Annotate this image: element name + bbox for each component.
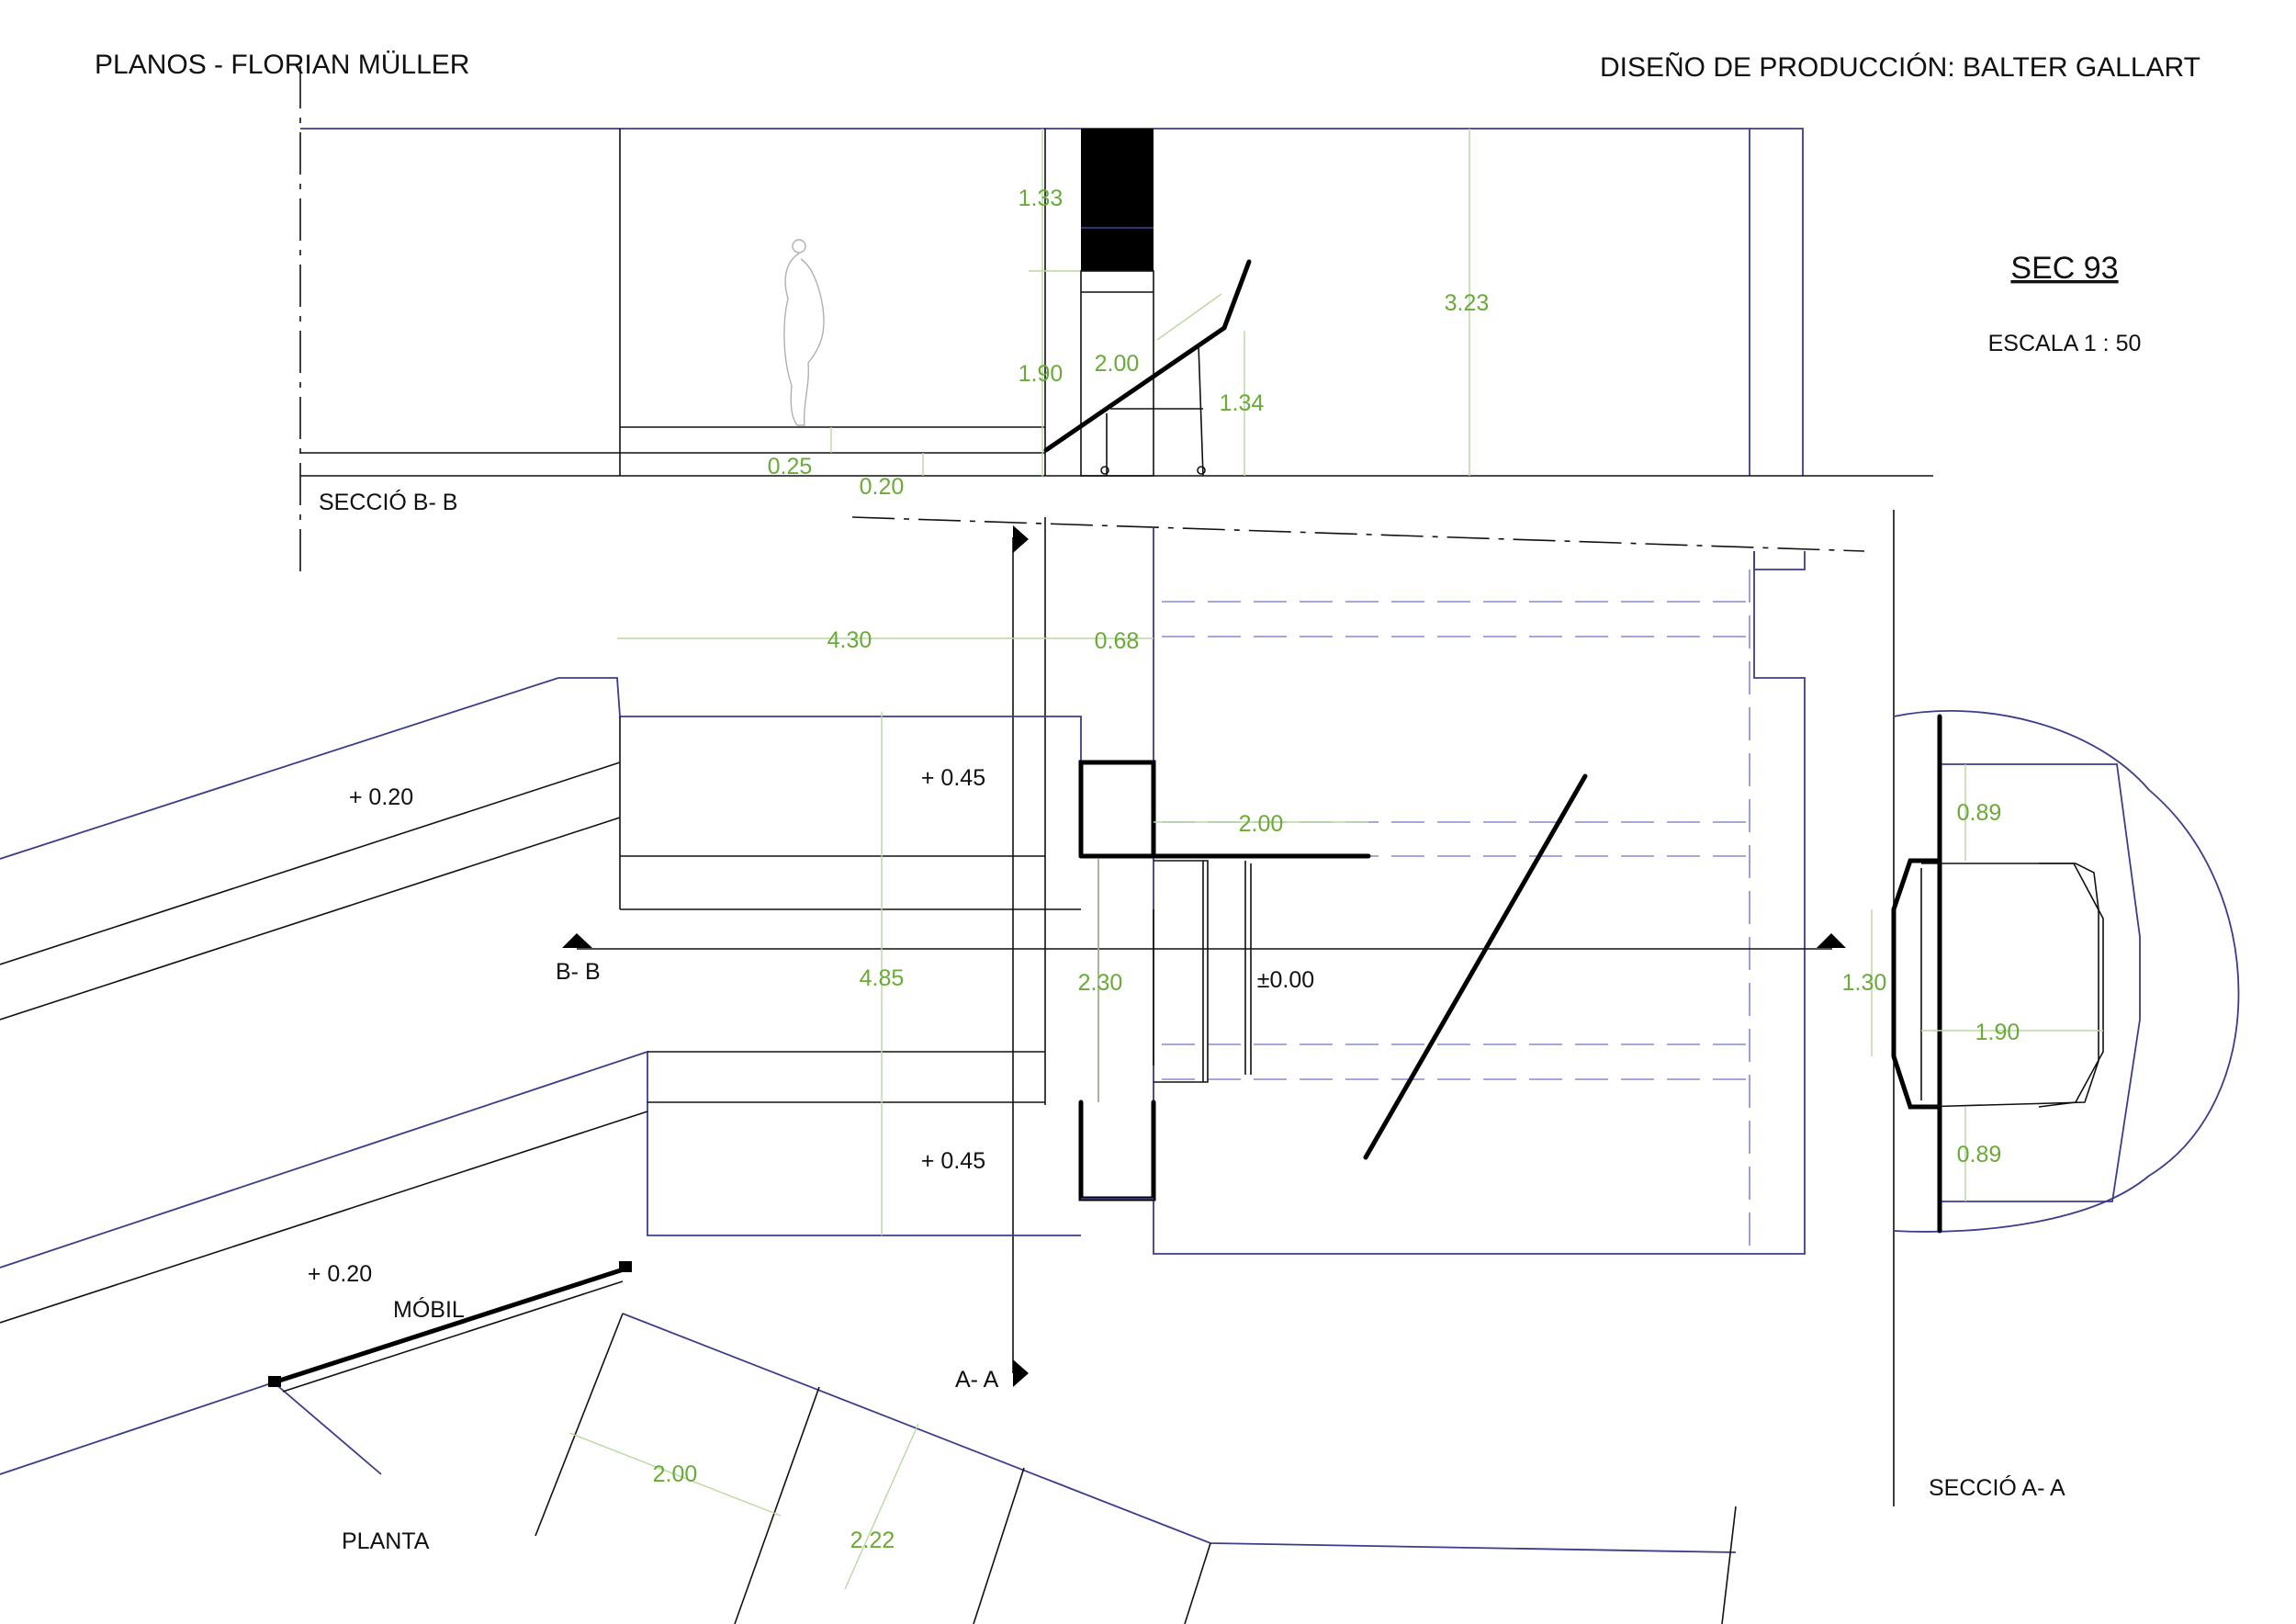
section-aa-title: SECCIÓ A- A — [1929, 1474, 2065, 1501]
dim-text: 0.68 — [1095, 628, 1140, 654]
dim-text: 2.00 — [1095, 351, 1140, 377]
corridor-line — [0, 817, 621, 1021]
dim-text: 4.85 — [860, 965, 905, 991]
corridor-line — [0, 761, 621, 965]
frame-lower — [1078, 1100, 1156, 1201]
dim-text: 1.34 — [1220, 390, 1265, 416]
movable-label: MÓBIL — [393, 1296, 465, 1323]
dim-text: 0.20 — [860, 474, 905, 500]
frame-outline — [1920, 863, 2099, 1108]
ramp-outline — [622, 1313, 1737, 1553]
room-outline — [300, 128, 1804, 476]
section-bb-title: SECCIÓ B- B — [319, 489, 457, 515]
ramp-step — [734, 1386, 820, 1624]
section-aa: 0.89 1.30 1.90 0.89 SECCIÓ A- A — [1842, 510, 2240, 1506]
scale-label: ESCALA 1 : 50 — [1988, 331, 2142, 356]
room-notch — [1753, 551, 1806, 570]
human-figure-icon — [783, 239, 825, 426]
ramp-step — [1184, 1542, 1211, 1624]
wheel-icon — [1100, 466, 1109, 475]
ramp-step — [973, 1467, 1025, 1624]
author-header: PLANOS - FLORIAN MÜLLER — [95, 50, 469, 80]
level-label: + 0.45 — [921, 1148, 985, 1174]
section-marker-icon — [1817, 933, 1846, 948]
tilted-board-top — [1221, 259, 1252, 331]
frame-upper — [1078, 760, 1156, 859]
level-label: + 0.20 — [308, 1261, 372, 1287]
section-marker-icon — [1013, 525, 1029, 553]
production-design-header: DISEÑO DE PRODUCCIÓN: BALTER GALLART — [1600, 51, 2200, 83]
frame-front — [2038, 863, 2104, 1108]
opening-thick — [1891, 858, 1942, 1110]
support-leg — [1198, 344, 1204, 477]
tilted-board — [1043, 325, 1227, 453]
ramp-step — [1721, 1506, 1737, 1624]
wheel-icon — [1197, 466, 1206, 475]
dim-text: 2.00 — [1239, 811, 1284, 837]
cut-line — [851, 516, 1865, 552]
floor-plan: B- B A- A + 0.20 + 0.20 + 0.45 + 0.45 ±0… — [0, 516, 1865, 1624]
dim-text: 0.89 — [1957, 1142, 2002, 1167]
dim-text: 0.89 — [1957, 800, 2002, 826]
dim-text: 1.33 — [1019, 186, 1064, 211]
stand-frame — [1080, 270, 1154, 477]
ramp-step — [535, 1313, 624, 1537]
cut-bb-label: B- B — [556, 959, 601, 985]
section-marker-icon — [562, 933, 592, 948]
dim-text: 4.30 — [827, 627, 872, 653]
movable-panel-edge — [282, 1280, 624, 1393]
movable-panel — [271, 1265, 632, 1385]
dimension-line — [1156, 293, 1222, 341]
dimension-line — [844, 1423, 919, 1590]
dimension-line — [568, 1432, 782, 1517]
black-panel — [1081, 129, 1154, 271]
section-bb-elevation: 1.33 1.90 2.00 1.34 3.23 0.25 0.20 SECCI… — [299, 66, 1933, 579]
dim-text: 2.30 — [1078, 970, 1123, 996]
level-label: + 0.45 — [921, 765, 985, 791]
hinge-icon — [619, 1261, 632, 1272]
dim-text: 1.90 — [1019, 361, 1064, 387]
level-label: + 0.20 — [349, 784, 413, 810]
hinge-icon — [268, 1376, 281, 1387]
inner-outline — [1940, 763, 2141, 1202]
diagonal-board — [1363, 773, 1588, 1160]
corridor-upper-outline — [0, 677, 1082, 860]
dim-text: 0.25 — [768, 454, 813, 479]
corridor-lower-outline — [0, 1050, 1081, 1269]
door-frame — [1154, 860, 1209, 1083]
dim-text: 3.23 — [1445, 290, 1490, 316]
dim-text: 1.90 — [1975, 1020, 2020, 1045]
dim-text: 1.30 — [1842, 970, 1887, 996]
corridor-line — [0, 1111, 648, 1324]
arch-outline — [1893, 710, 2240, 1233]
section-marker-icon — [1013, 1359, 1029, 1387]
plan-title: PLANTA — [342, 1528, 430, 1554]
section-number-title: SEC 93 — [2010, 251, 2118, 286]
level-label: ±0.00 — [1257, 967, 1314, 993]
dim-text: 2.00 — [653, 1461, 698, 1487]
ramp-outline — [0, 1381, 382, 1475]
cut-aa-label: A- A — [955, 1367, 999, 1393]
dim-text: 2.22 — [850, 1528, 895, 1553]
